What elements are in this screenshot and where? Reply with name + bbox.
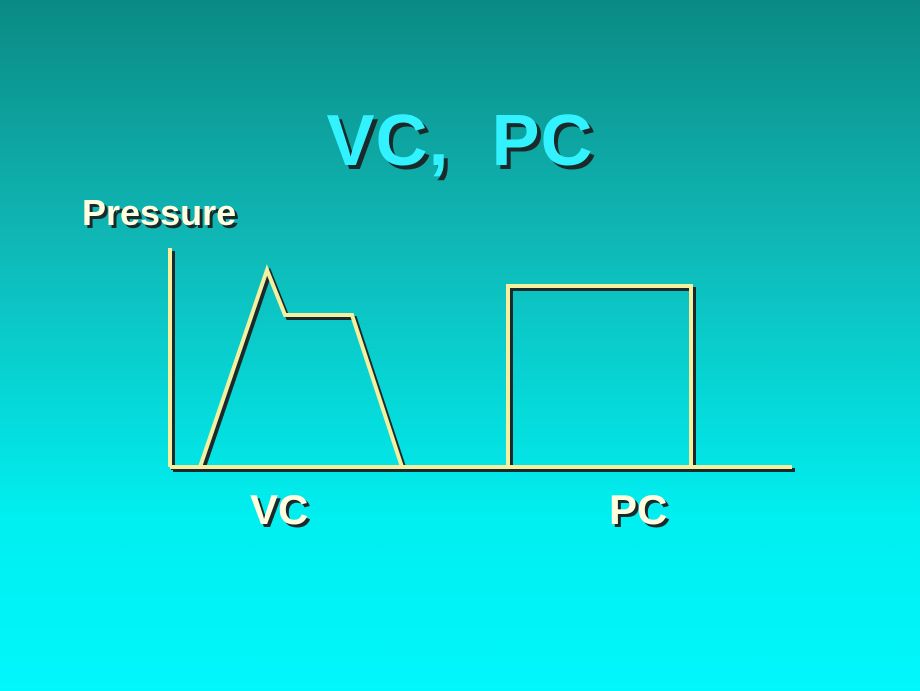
diagram-shadows xyxy=(171,251,795,472)
pc-waveform xyxy=(506,284,693,467)
vc-waveform xyxy=(198,264,404,468)
slide-title: VC, PC xyxy=(326,101,594,181)
vc-waveform-label: VC xyxy=(250,486,309,533)
pc-waveform-label: PC xyxy=(609,486,668,533)
y-axis-label: Pressure xyxy=(82,192,237,233)
diagram-lines xyxy=(168,248,792,469)
pc-waveform-shadow xyxy=(509,287,696,470)
